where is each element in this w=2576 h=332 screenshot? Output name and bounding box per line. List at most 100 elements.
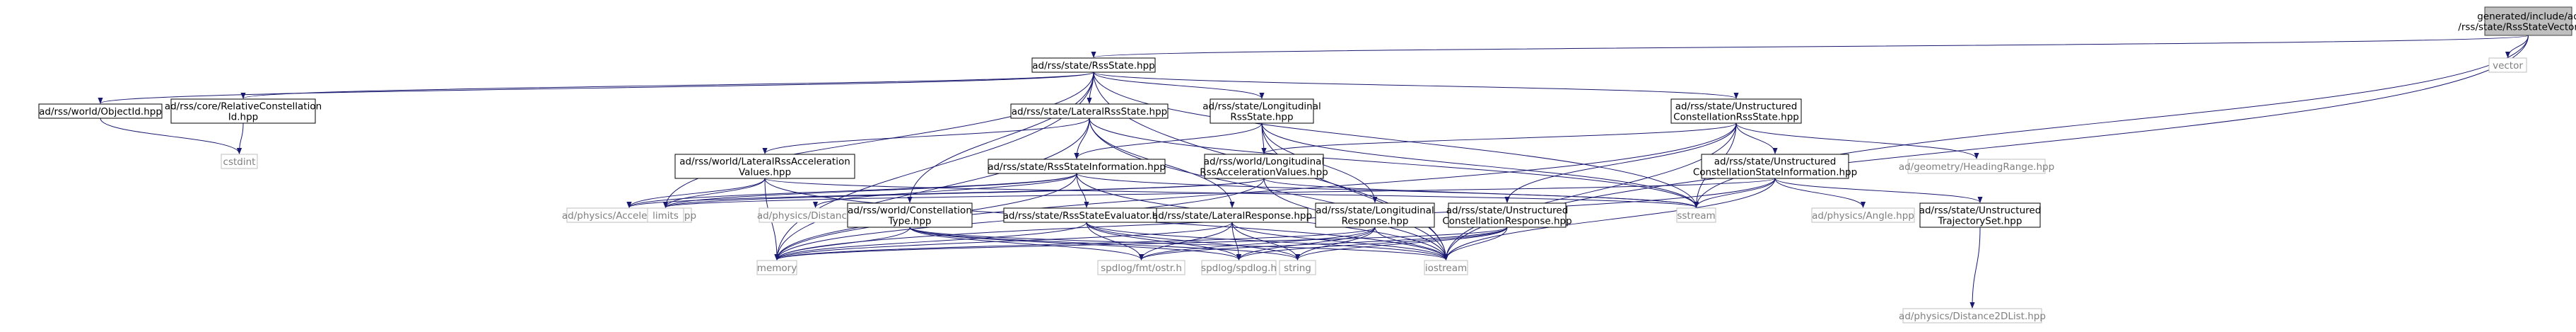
edge-unconst-to-longacc (1261, 122, 1737, 154)
node-latstate[interactable]: ad/rss/state/LateralRssState.hpp (1010, 103, 1169, 119)
edge-unconst-to-unconstinfo (1735, 122, 1778, 154)
edge-latresp-to-memory (774, 222, 1233, 261)
edge-unconstresp-to-spdlog (1236, 227, 1508, 261)
edge-unconst-to-iostream (1443, 122, 1737, 261)
node-label: Response.hpp (1342, 216, 1409, 227)
edge-longresp-to-spdlog (1236, 227, 1376, 261)
node-box (988, 159, 1166, 174)
node-label: ConstellationResponse.hpp (1442, 216, 1571, 227)
edge-longacc-to-limits (663, 178, 1265, 208)
node-objectid[interactable]: ad/rss/world/ObjectId.hpp (38, 103, 163, 119)
node-label: RssState.hpp (1230, 112, 1293, 123)
node-fmt: spdlog/fmt/ostr.h (1097, 260, 1185, 275)
node-box (1670, 98, 1802, 124)
edge-rssstate-to-objectid (98, 71, 1094, 104)
node-label: ad/rss/world/ObjectId.hpp (39, 106, 162, 118)
node-vector: vector (2488, 57, 2527, 73)
edge-trajset-to-dist2d (1969, 227, 1981, 309)
node-box (1210, 98, 1314, 124)
node-unconst[interactable]: ad/rss/state/UnstructuredConstellationRs… (1670, 98, 1802, 124)
edge-latresp-to-fmt (1138, 222, 1233, 261)
node-box (1701, 154, 1849, 179)
node-label: ad/rss/state/LateralRssState.hpp (1012, 106, 1167, 118)
node-box (756, 260, 797, 275)
node-stateinfo[interactable]: ad/rss/state/RssStateInformation.hpp (988, 159, 1166, 174)
node-label: ConstellationRssState.hpp (1673, 112, 1799, 123)
edge-latstate-to-sstream (1089, 118, 1699, 208)
node-longacc[interactable]: ad/rss/world/LongitudinalRssAcceleration… (1200, 154, 1328, 179)
node-label: ad/rss/world/LateralRssAcceleration (679, 156, 850, 168)
node-box (2488, 57, 2527, 73)
edge-evaluator-to-iostream (1086, 222, 1448, 261)
node-label: ad/physics/Distance.hpp (757, 210, 874, 222)
edge-latacc-to-limits (662, 178, 766, 208)
node-box (1097, 260, 1185, 275)
node-rssstate[interactable]: ad/rss/state/RssState.hpp (1031, 57, 1156, 73)
edge-latstate-to-memory (774, 118, 1090, 261)
edge-stateinfo-to-evaluator (1076, 173, 1089, 208)
node-label: ad/rss/state/Longitudinal (1316, 205, 1434, 217)
node-sstream: sstream (1676, 207, 1716, 223)
node-label: string (1284, 263, 1311, 274)
node-box (674, 154, 855, 179)
node-box (1031, 57, 1156, 73)
node-latacc[interactable]: ad/rss/world/LateralRssAccelerationValue… (674, 154, 855, 179)
node-box (1010, 103, 1169, 119)
node-box (1448, 202, 1567, 228)
edge-unconstinfo-to-trajset (1774, 178, 1983, 203)
edge-consttype-to-fmt (909, 227, 1144, 261)
node-box (38, 103, 163, 119)
edge-stateinfo-to-acceleration (626, 173, 1077, 208)
node-unconstinfo[interactable]: ad/rss/state/UnstructuredConstellationSt… (1693, 154, 1857, 179)
node-box (1279, 260, 1316, 275)
node-label: ad/rss/world/Longitudinal (1204, 156, 1324, 168)
edge-rssstate-to-relconst (240, 71, 1094, 99)
edge-rssstate-to-longstate (1093, 71, 1265, 99)
edge-longacc-to-sstream (1263, 178, 1699, 208)
edge-unconstresp-to-fmt (1139, 227, 1508, 261)
node-label: Values.hpp (739, 167, 791, 178)
node-string: string (1279, 260, 1316, 275)
edge-consttype-to-memory (774, 227, 911, 261)
node-label: RssAccelerationValues.hpp (1200, 167, 1328, 178)
node-label: iostream (1425, 263, 1467, 274)
node-box (2484, 6, 2572, 36)
node-box (221, 154, 258, 169)
node-label: /rss/state/RssStateVector.hpp (2458, 22, 2576, 33)
node-label: sstream (1677, 210, 1715, 222)
node-unconstresp[interactable]: ad/rss/state/UnstructuredConstellationRe… (1442, 202, 1572, 228)
node-trajset[interactable]: ad/rss/state/UnstructuredTrajectorySet.h… (1919, 202, 2042, 228)
node-label: spdlog/fmt/ostr.h (1101, 263, 1182, 274)
edge-rssstate-to-sstream (1093, 71, 1699, 208)
node-label: Id.hpp (228, 112, 259, 123)
node-label: ad/rss/state/Unstructured (1675, 101, 1798, 113)
edge-unconst-to-memory (774, 122, 1737, 261)
node-box (647, 207, 684, 223)
node-memory: memory (756, 260, 797, 275)
edge-relconst-to-cstdint (236, 122, 244, 154)
node-label: TrajectorySet.hpp (1938, 216, 2022, 227)
edge-latstate-to-iostream (1089, 118, 1449, 261)
node-label: Type.hpp (888, 216, 932, 227)
edge-consttype-to-string (909, 227, 1300, 261)
node-label: limits (652, 210, 679, 222)
edge-root-to-sstream (1693, 35, 2529, 208)
edge-longresp-to-iostream (1374, 227, 1449, 261)
edge-longstate-to-sstream (1261, 122, 1699, 208)
node-latresp[interactable]: ad/rss/state/LateralResponse.hpp (1152, 207, 1312, 223)
node-box (1902, 308, 2042, 324)
edge-unconstinfo-to-limits (663, 178, 1776, 208)
node-box (1919, 202, 2041, 228)
node-label: ad/geometry/HeadingRange.hpp (1899, 161, 2054, 173)
node-label: ad/rss/state/RssState.hpp (1032, 60, 1154, 71)
node-evaluator[interactable]: ad/rss/state/RssStateEvaluator.hpp (1003, 207, 1171, 223)
node-label: ad/rss/state/Longitudinal (1202, 101, 1321, 113)
node-box (1907, 159, 2046, 174)
node-cstdint: cstdint (221, 154, 258, 169)
node-root[interactable]: generated/include/ad/rss/state/RssStateV… (2458, 6, 2576, 36)
